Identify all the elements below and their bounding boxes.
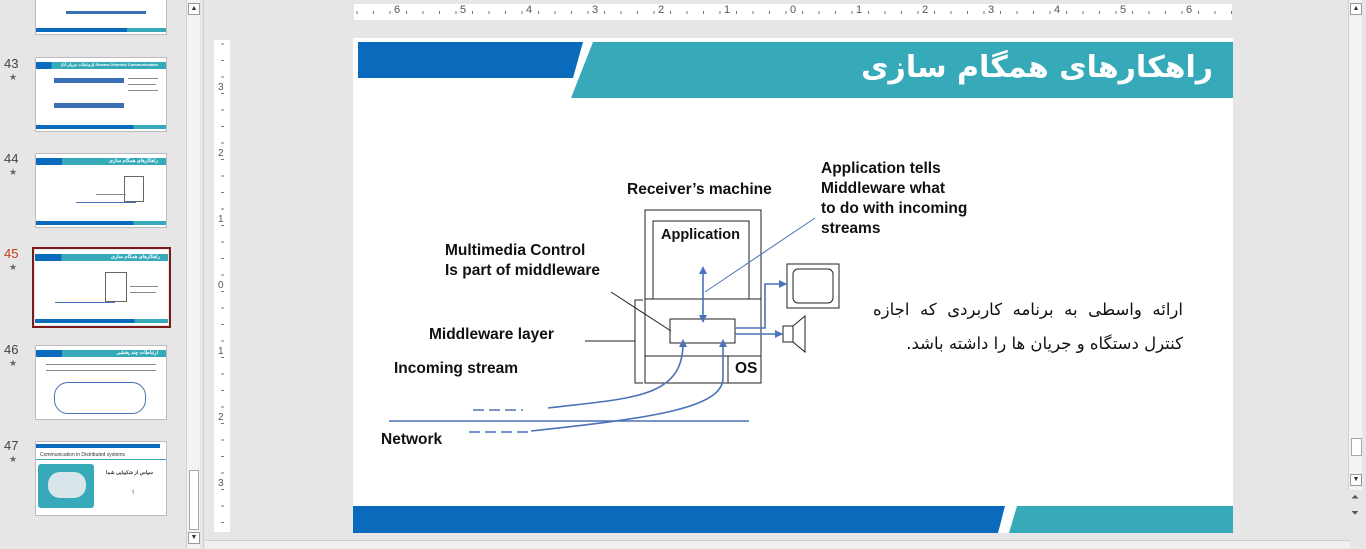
slide-number-45: 45 bbox=[4, 246, 19, 261]
horizontal-ruler: 6 5 4 3 2 1 0 1 2 3 4 5 6 bbox=[354, 4, 1232, 20]
app-tells-label: Application tells Middleware what to do … bbox=[821, 160, 968, 237]
thumb-thanks: سپاس از شکیبایی شما bbox=[106, 470, 153, 476]
slide-thumbnail-pane: 43 ★ (ارتباطات جریان آنا) Stream-Oriente… bbox=[0, 0, 186, 548]
multimedia-control-label: Multimedia Control Is part of middleware bbox=[445, 242, 601, 279]
slide-scroll-thumb[interactable] bbox=[1351, 438, 1362, 456]
ruler-label: 3 bbox=[988, 4, 995, 16]
thumbnail-scroll-thumb[interactable] bbox=[189, 470, 199, 530]
slide-title: راهکارهای همگام سازی bbox=[861, 50, 1213, 85]
middleware-layer-label: Middleware layer bbox=[429, 326, 554, 343]
ruler-label: 2 bbox=[218, 412, 224, 423]
slide-thumbnail-46[interactable]: ارتباطات چند پخشی bbox=[35, 345, 167, 420]
thumb-title: Communication in Distributed systems bbox=[40, 452, 126, 458]
thumb-title: راهکارهای همگام سازی bbox=[111, 254, 160, 260]
ruler-label: 3 bbox=[592, 4, 599, 16]
slide-canvas[interactable]: راهکارهای همگام سازی Receiver’s machine … bbox=[353, 38, 1233, 533]
previous-slide-icon[interactable]: ⏶ bbox=[1351, 492, 1359, 503]
slide-number-46: 46 bbox=[4, 342, 19, 357]
slide-body-text: ارائه واسطی به برنامه کاربردی که اجازه ک… bbox=[873, 300, 1183, 353]
ruler-label: 0 bbox=[218, 280, 224, 291]
star-icon: ★ bbox=[9, 72, 18, 82]
scroll-down-icon[interactable]: ▼ bbox=[1350, 474, 1362, 486]
star-icon: ★ bbox=[9, 358, 18, 368]
ruler-label: 2 bbox=[658, 4, 665, 16]
star-icon: ★ bbox=[9, 262, 18, 272]
slide-number-44: 44 bbox=[4, 151, 19, 166]
ruler-label: 3 bbox=[218, 478, 224, 489]
ruler-label: 6 bbox=[1186, 4, 1193, 16]
network-label: Network bbox=[381, 431, 443, 448]
slide-decor bbox=[353, 42, 1233, 533]
ruler-label: 2 bbox=[922, 4, 929, 16]
receivers-machine-label: Receiver’s machine bbox=[627, 181, 772, 198]
thumb-footer: ؟ bbox=[132, 490, 135, 496]
application-label: Application bbox=[661, 227, 740, 243]
thumb-title: (ارتباطات جریان آنا) Stream-Oriented Com… bbox=[61, 62, 158, 67]
incoming-stream-label: Incoming stream bbox=[394, 360, 519, 377]
ruler-label: 4 bbox=[1054, 4, 1061, 16]
ruler-label: 2 bbox=[218, 148, 224, 159]
thumb-title: راهکارهای همگام سازی bbox=[109, 158, 158, 164]
ruler-label: 5 bbox=[1120, 4, 1127, 16]
slide-thumbnail-44[interactable]: راهکارهای همگام سازی bbox=[35, 153, 167, 228]
slide-number-43: 43 bbox=[4, 56, 19, 71]
star-icon: ★ bbox=[9, 167, 18, 177]
scroll-up-icon[interactable]: ▲ bbox=[1350, 3, 1362, 15]
ruler-label: 0 bbox=[790, 4, 797, 16]
thumb-title: ارتباطات چند پخشی bbox=[116, 350, 158, 356]
ruler-label: 3 bbox=[218, 82, 224, 93]
slide-number-47: 47 bbox=[4, 438, 19, 453]
star-icon: ★ bbox=[9, 454, 18, 464]
scroll-down-icon[interactable]: ▼ bbox=[188, 532, 200, 544]
horizontal-scrollbar[interactable] bbox=[205, 540, 1350, 549]
ruler-label: 6 bbox=[394, 4, 401, 16]
ruler-label: 5 bbox=[460, 4, 467, 16]
ruler-label: 1 bbox=[218, 214, 224, 225]
slide-thumbnail-45[interactable]: راهکارهای همگام سازی bbox=[35, 250, 168, 325]
selected-slide-frame bbox=[32, 247, 171, 328]
slide-thumbnail-42[interactable] bbox=[35, 0, 167, 35]
slide-thumbnail-47[interactable]: Communication in Distributed systems سپا… bbox=[35, 441, 167, 516]
scroll-up-icon[interactable]: ▲ bbox=[188, 3, 200, 15]
ruler-label: 4 bbox=[526, 4, 533, 16]
ruler-label: 1 bbox=[218, 346, 224, 357]
pane-divider bbox=[203, 0, 204, 548]
vertical-ruler: 3 2 1 0 1 2 3 bbox=[214, 40, 230, 532]
ruler-label: 1 bbox=[856, 4, 863, 16]
thumbnail-scrollbar[interactable]: ▲ ▼ bbox=[186, 0, 200, 548]
slide-scrollbar[interactable]: ▲ ▼ bbox=[1348, 0, 1362, 490]
next-slide-icon[interactable]: ⏷ bbox=[1351, 508, 1359, 519]
os-label: OS bbox=[735, 360, 758, 377]
slide-thumbnail-43[interactable]: (ارتباطات جریان آنا) Stream-Oriented Com… bbox=[35, 57, 167, 132]
ruler-label: 1 bbox=[724, 4, 731, 16]
